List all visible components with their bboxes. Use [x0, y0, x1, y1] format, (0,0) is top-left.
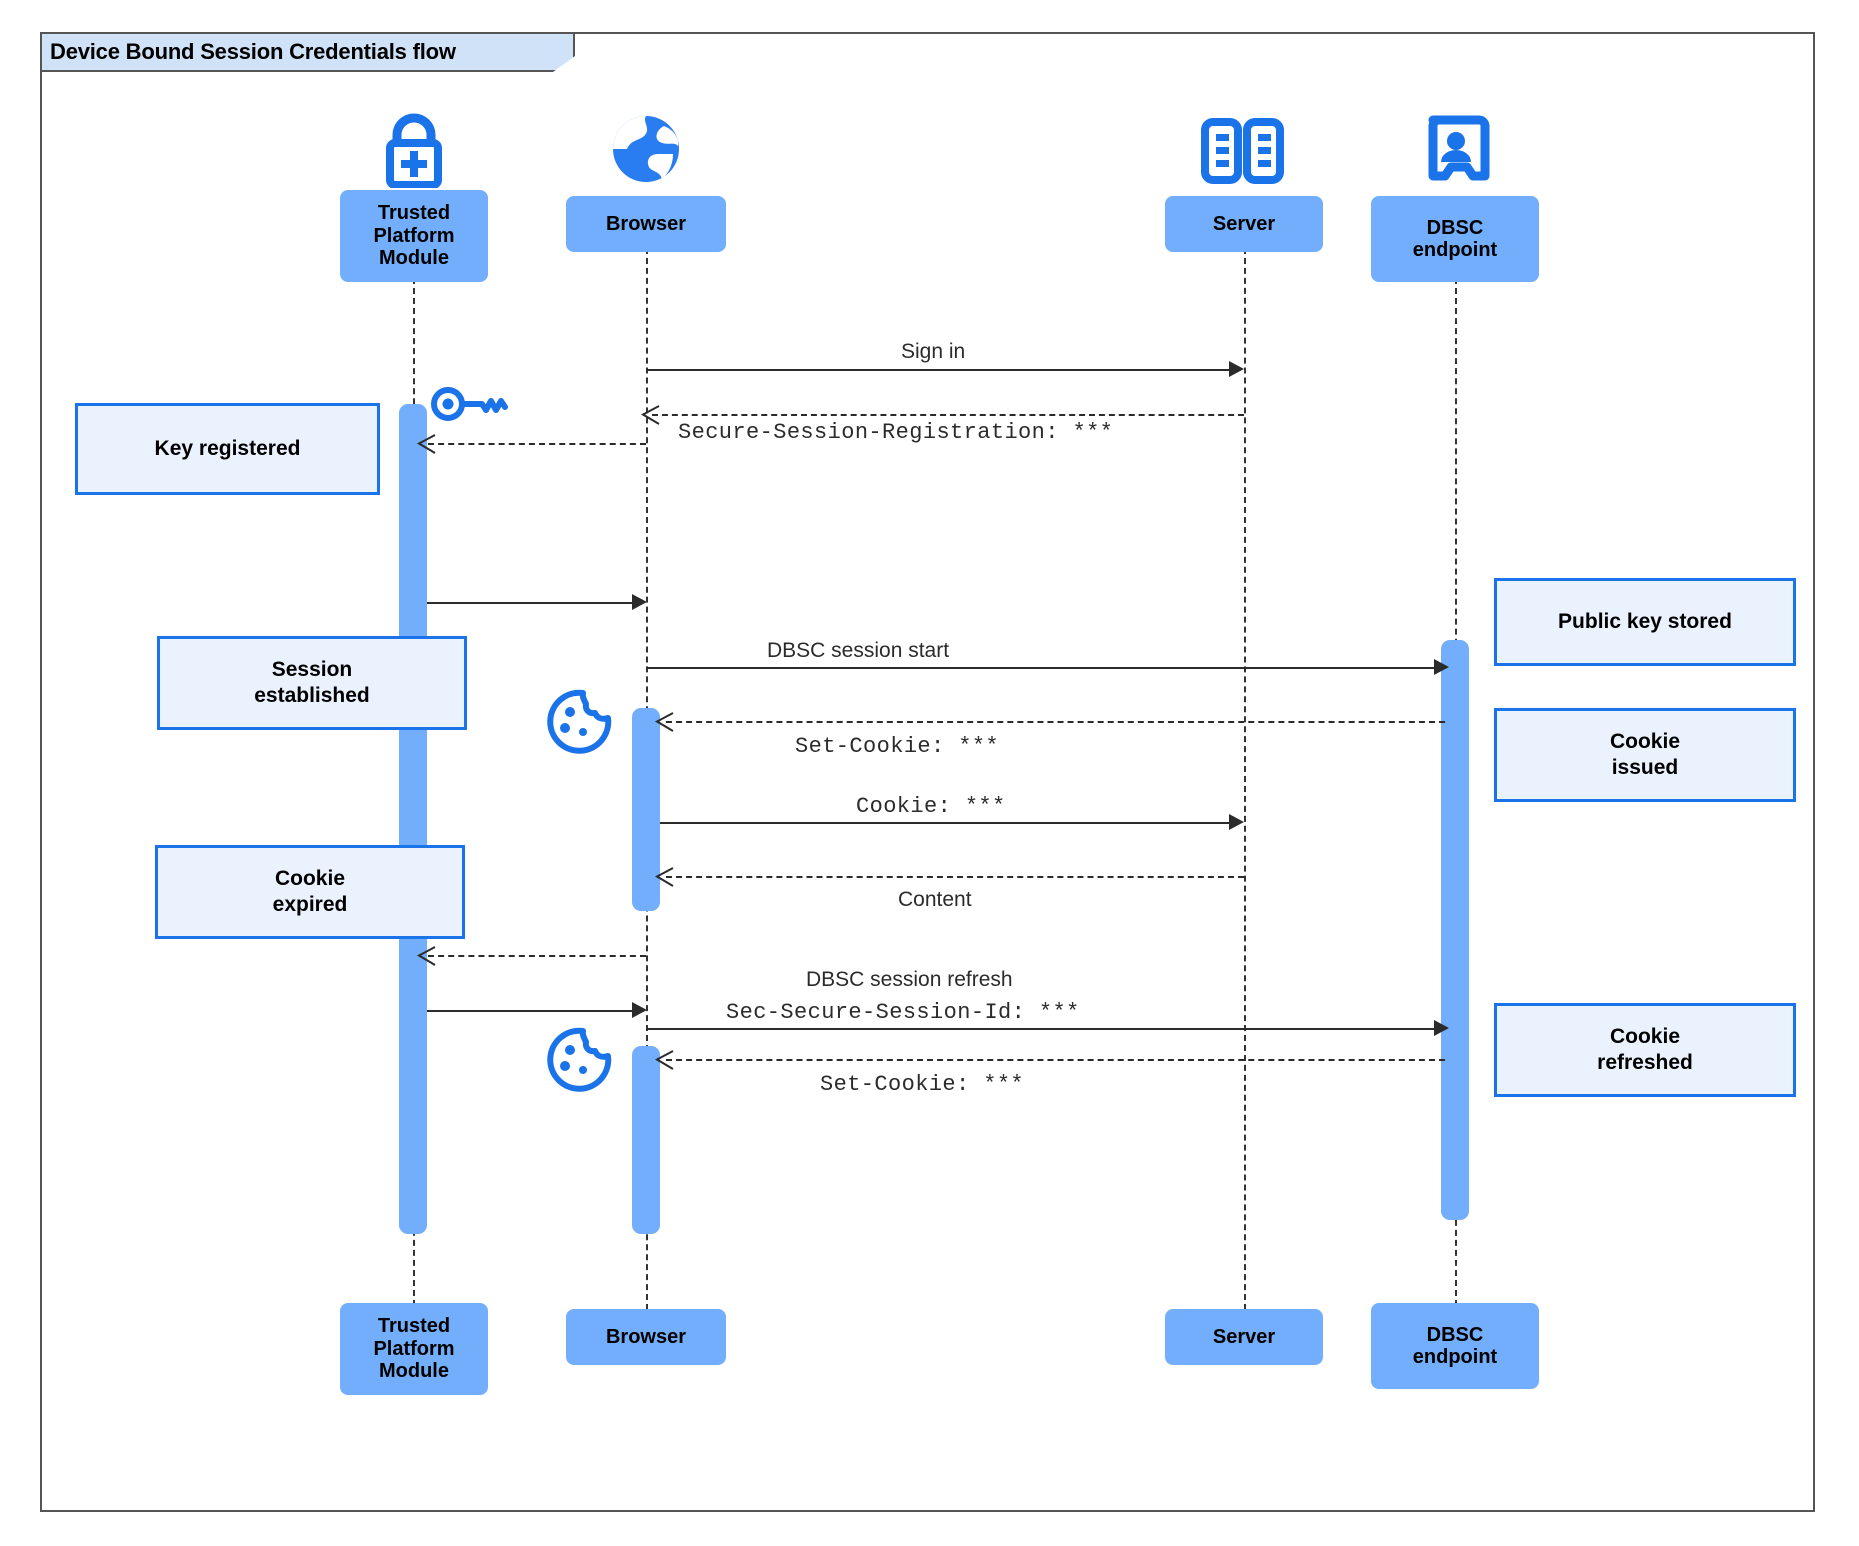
note-text: Key registered [154, 436, 301, 460]
message-arrowhead [1434, 1020, 1449, 1036]
participant-server-bottom[interactable]: Server [1165, 1309, 1323, 1365]
message-label-content: Content [898, 888, 972, 911]
participant-tpm-top[interactable]: Trusted Platform Module [340, 190, 488, 282]
frame-title-tab: Device Bound Session Credentials flow [40, 32, 575, 72]
participant-label: DBSC endpoint [1412, 1323, 1498, 1368]
id-badge-icon [1415, 110, 1497, 192]
participant-server-top[interactable]: Server [1165, 196, 1323, 252]
page-title: Device Bound Session Credentials flow [50, 39, 456, 64]
participant-label: Browser [605, 1325, 687, 1348]
participant-dbsc-bottom[interactable]: DBSC endpoint [1371, 1303, 1539, 1389]
message-arrowhead [632, 594, 647, 610]
cookie-icon [545, 1026, 613, 1094]
message-label-secure-session-registration: Secure-Session-Registration: *** [678, 420, 1114, 445]
message-label-sign-in: Sign in [901, 340, 966, 363]
message-line-content [666, 876, 1244, 878]
participant-label: Server [1212, 1325, 1276, 1348]
participant-browser-bottom[interactable]: Browser [566, 1309, 726, 1365]
message-line-secure-session-registration [652, 414, 1244, 416]
participant-dbsc-top[interactable]: DBSC endpoint [1371, 196, 1539, 282]
lifeline-server [1244, 248, 1246, 1310]
activation-tpm [399, 404, 427, 1234]
activation-dbsc [1441, 640, 1469, 1220]
message-label-cookie: Cookie: *** [856, 794, 1006, 819]
lock-plus-icon [368, 110, 460, 189]
message-line-set-cookie-2 [666, 1059, 1445, 1061]
cookie-icon [545, 688, 613, 756]
message-label-dbsc-session-refresh: DBSC session refresh [806, 968, 1013, 991]
activation-browser-2 [632, 1046, 660, 1234]
message-label-set-cookie-1: Set-Cookie: *** [795, 734, 1000, 759]
message-arrowhead [416, 946, 436, 966]
note-public-key-stored: Public key stored [1494, 578, 1796, 666]
message-label-sec-secure-session-id: Sec-Secure-Session-Id: *** [726, 1000, 1080, 1025]
note-key-registered: Key registered [75, 403, 380, 495]
participant-label: Browser [605, 212, 687, 235]
note-text: Public key stored [1558, 609, 1732, 633]
participant-label: Server [1212, 212, 1276, 235]
key-icon [430, 382, 508, 426]
participant-label: Trusted Platform Module [373, 1315, 455, 1383]
message-line-dbsc-session-start [646, 667, 1446, 669]
server-racks-icon [1193, 110, 1293, 188]
message-line-tpm-sign-request [428, 955, 646, 957]
message-arrowhead [654, 1050, 674, 1070]
message-line-cookie [660, 822, 1236, 824]
participant-label: DBSC endpoint [1412, 216, 1498, 261]
message-arrowhead [654, 712, 674, 732]
participant-browser-top[interactable]: Browser [566, 196, 726, 252]
message-label-dbsc-session-start: DBSC session start [767, 639, 950, 662]
message-arrowhead [640, 405, 660, 425]
message-line-tpm-sign-response [427, 1010, 643, 1012]
participant-tpm-bottom[interactable]: Trusted Platform Module [340, 1303, 488, 1395]
message-label-set-cookie-2: Set-Cookie: *** [820, 1072, 1025, 1097]
participant-label: Trusted Platform Module [373, 202, 455, 270]
message-line-tpm-register-request [428, 443, 646, 445]
message-arrowhead [632, 1002, 647, 1018]
message-arrowhead [1434, 659, 1449, 675]
message-arrowhead [1229, 814, 1244, 830]
message-line-sign-in [646, 369, 1236, 371]
activation-browser-1 [632, 708, 660, 911]
message-arrowhead [1229, 361, 1244, 377]
message-line-tpm-key-response [427, 602, 643, 604]
message-arrowhead [416, 434, 436, 454]
message-line-dbsc-session-refresh [646, 1028, 1446, 1030]
globe-icon [600, 110, 692, 188]
message-arrowhead [654, 867, 674, 887]
message-line-set-cookie-1 [666, 721, 1445, 723]
